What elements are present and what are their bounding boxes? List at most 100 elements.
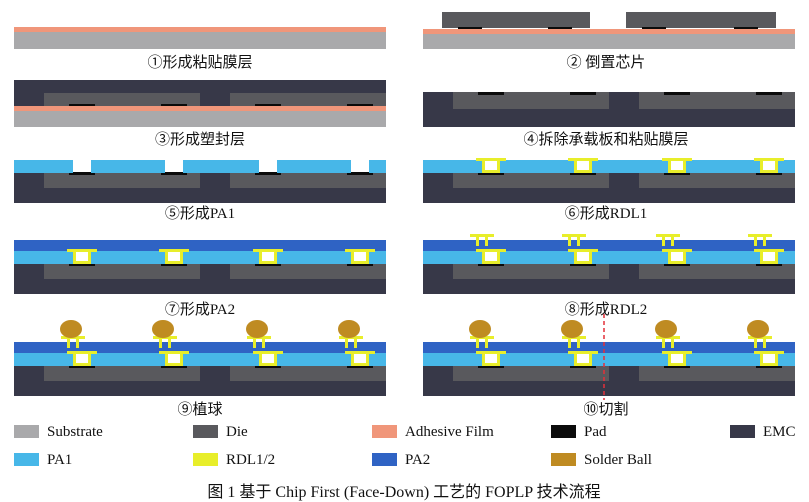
- die-1: [44, 366, 200, 381]
- pad: [664, 172, 690, 175]
- panel-step-3: [14, 80, 386, 127]
- step-label-8: ⑧形成RDL2: [564, 302, 648, 318]
- die-1: [44, 93, 200, 106]
- rdl1-trace: [482, 351, 485, 366]
- panel-step-2: [423, 12, 795, 49]
- figure-caption: 图 1 基于 Chip First (Face-Down) 工艺的 FOPLP …: [207, 484, 601, 501]
- rdl1-trace: [476, 158, 506, 161]
- rdl1-trace: [476, 249, 506, 252]
- rdl1-trace: [159, 351, 189, 354]
- rdl1-trace: [662, 158, 692, 161]
- rdl1-trace: [476, 351, 506, 354]
- solder-ball: [246, 320, 268, 338]
- pa1-layer: [423, 353, 482, 366]
- pad: [161, 365, 187, 368]
- pad: [734, 27, 758, 30]
- rdl1-trace: [668, 261, 686, 264]
- rdl1-trace: [73, 363, 91, 366]
- rdl2-trace: [568, 234, 571, 246]
- pad: [255, 263, 281, 266]
- substrate-layer: [423, 34, 795, 49]
- rdl2-trace: [168, 336, 171, 348]
- legend-label: PA2: [405, 452, 431, 468]
- pad: [478, 365, 504, 368]
- pa1-layer: [91, 353, 165, 366]
- rdl2-trace: [671, 234, 674, 246]
- rdl1-trace: [73, 261, 91, 264]
- panel-step-9: [14, 320, 386, 396]
- rdl1-trace: [574, 351, 577, 366]
- pa1-layer: [500, 353, 574, 366]
- rdl1-trace: [259, 351, 262, 366]
- pa1-layer: [183, 353, 259, 366]
- panel-step-6: [423, 158, 795, 203]
- die-2: [626, 12, 776, 28]
- solder-ball: [469, 320, 491, 338]
- rdl2-trace: [562, 234, 586, 237]
- pad: [347, 263, 373, 266]
- rdl1-trace: [754, 351, 784, 354]
- pa1-layer: [369, 353, 386, 366]
- rdl1-trace: [180, 351, 183, 366]
- rdl1-trace: [274, 351, 277, 366]
- pad: [161, 104, 187, 107]
- rdl1-trace: [482, 249, 485, 264]
- pad: [570, 92, 596, 95]
- legend-swatch-emc: [730, 425, 755, 438]
- rdl1-trace: [482, 170, 500, 173]
- pad: [347, 365, 373, 368]
- panel-step-7: [14, 240, 386, 294]
- pa1-layer: [686, 160, 760, 173]
- die-2: [230, 366, 386, 381]
- die-1: [453, 92, 609, 109]
- die-2: [639, 173, 795, 188]
- rdl2-trace: [354, 336, 357, 348]
- rdl2-trace: [671, 336, 674, 348]
- legend-label: Pad: [584, 424, 607, 440]
- pad: [756, 92, 782, 95]
- solder-ball: [747, 320, 769, 338]
- legend-label: RDL1/2: [226, 452, 276, 468]
- pa1-layer: [277, 160, 351, 173]
- rdl1-trace: [760, 351, 763, 366]
- rdl1-trace: [345, 351, 375, 354]
- rdl1-trace: [73, 249, 76, 264]
- rdl1-trace: [73, 351, 76, 366]
- pad: [161, 263, 187, 266]
- rdl1-trace: [165, 363, 183, 366]
- rdl2-trace: [662, 336, 665, 348]
- legend-label: Die: [226, 424, 248, 440]
- adhesive-film-layer: [14, 27, 386, 32]
- pad: [570, 263, 596, 266]
- rdl2-trace: [253, 336, 256, 348]
- step-label-5: ⑤形成PA1: [164, 206, 236, 222]
- pad: [347, 172, 373, 175]
- solder-ball: [655, 320, 677, 338]
- pad: [255, 365, 281, 368]
- pa2-layer: [423, 240, 795, 251]
- rdl1-trace: [482, 158, 485, 173]
- legend-label: EMC: [763, 424, 796, 440]
- rdl1-trace: [366, 351, 369, 366]
- pad: [756, 263, 782, 266]
- pad: [478, 92, 504, 95]
- rdl1-trace: [760, 249, 763, 264]
- die-2: [230, 93, 386, 106]
- step-label-1: ①形成粘贴膜层: [147, 55, 253, 71]
- rdl1-trace: [668, 363, 686, 366]
- rdl1-trace: [253, 249, 283, 252]
- rdl2-trace: [577, 234, 580, 246]
- rdl1-trace: [760, 158, 763, 173]
- rdl2-trace: [485, 336, 488, 348]
- step-label-10: ⑩切割: [583, 402, 629, 418]
- rdl2-trace: [577, 336, 580, 348]
- pa1-layer: [91, 251, 165, 264]
- adhesive-film-layer: [14, 106, 386, 111]
- pad: [69, 172, 95, 175]
- rdl1-trace: [668, 170, 686, 173]
- pa1-layer: [183, 251, 259, 264]
- rdl1-trace: [683, 249, 686, 264]
- rdl1-trace: [668, 158, 671, 173]
- rdl1-trace: [351, 351, 354, 366]
- rdl1-trace: [253, 351, 283, 354]
